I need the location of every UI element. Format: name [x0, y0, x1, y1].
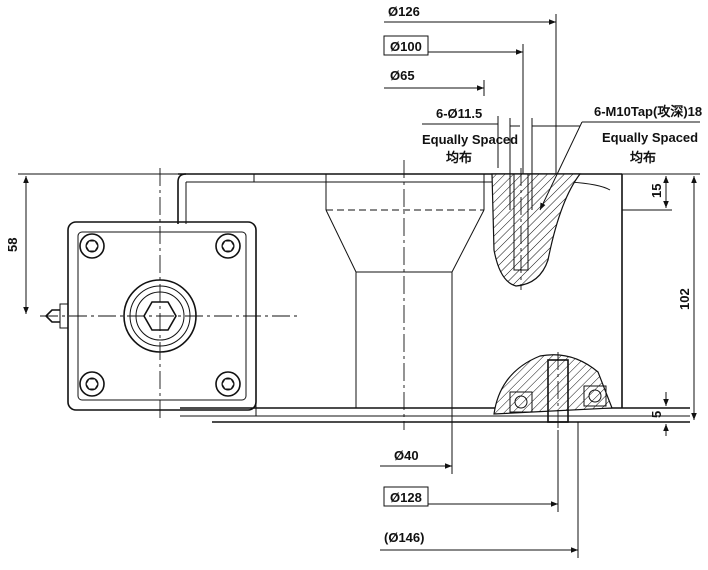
dim-h102: 102 [622, 173, 700, 420]
dim-d65-label: Ø65 [390, 68, 415, 83]
dim-d128-label: Ø128 [390, 490, 422, 505]
dim-h15-label: 15 [649, 184, 664, 198]
dim-tapped: 6-M10Tap(攻深)18 Equally Spaced 均布 [539, 104, 702, 211]
dim-holes-label: 6-Ø11.5 [436, 106, 482, 121]
dim-d100: Ø100 [383, 35, 524, 174]
bearing-section [493, 352, 613, 430]
dim-holes-equal-en: Equally Spaced [422, 132, 518, 147]
plate-bolt-bottom-left [79, 371, 105, 397]
tapped-hole-section [491, 168, 582, 290]
body-outline [177, 173, 690, 423]
dim-d40: Ø40 [380, 408, 453, 474]
dim-h5-label: 5 [649, 411, 664, 418]
dim-d40-label: Ø40 [394, 448, 419, 463]
dim-h58-label: 58 [5, 238, 20, 252]
dim-d146: (Ø146) [380, 422, 579, 558]
dim-d126: Ø126 [384, 4, 557, 174]
dim-h15: 15 [622, 176, 672, 211]
dim-holes: 6-Ø11.5 Equally Spaced 均布 [422, 106, 580, 174]
dim-tapped-equal-zh: 均布 [630, 150, 656, 166]
plate-bolt-bottom-right [215, 371, 241, 397]
dim-d65: Ø65 [384, 68, 485, 96]
dim-h102-label: 102 [677, 288, 692, 310]
dim-d100-label: Ø100 [390, 39, 422, 54]
dim-tapped-label: 6-M10Tap(攻深)18 [594, 104, 702, 119]
dim-d126-label: Ø126 [388, 4, 420, 19]
dim-tapped-equal-en: Equally Spaced [602, 130, 698, 145]
dim-holes-equal-zh: 均布 [446, 150, 472, 166]
plate-bolt-top-right [215, 233, 241, 259]
dim-h58: 58 [5, 173, 178, 314]
inner-funnel [253, 174, 485, 408]
dim-d128: Ø128 [383, 430, 559, 512]
dim-d146-label: (Ø146) [384, 530, 424, 545]
plate-bolt-top-left [79, 233, 105, 259]
dim-h5: 5 [649, 392, 669, 436]
